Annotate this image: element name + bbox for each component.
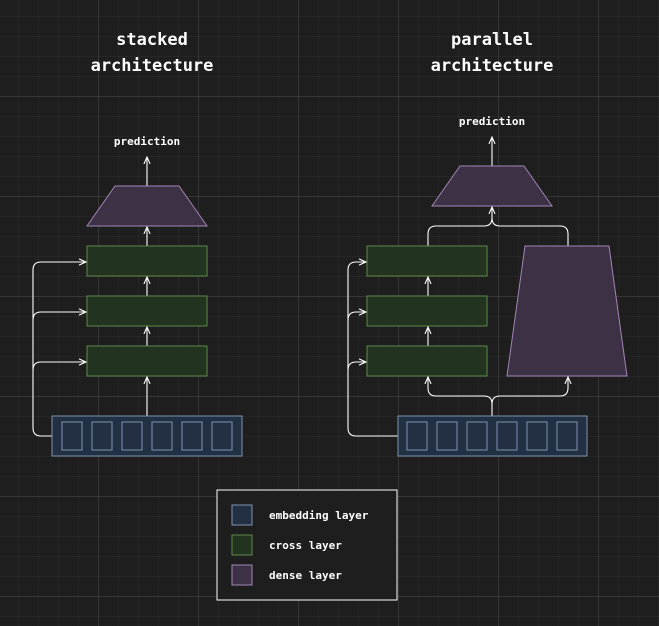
legend-embedding-label: embedding layer	[269, 509, 369, 522]
stacked-dense-layer	[86, 185, 208, 227]
stacked-title-line2: architecture	[91, 56, 214, 76]
parallel-output-dense-layer	[431, 165, 553, 207]
parallel-embedding-cell	[496, 421, 518, 451]
stacked-skip-to-cross1	[32, 362, 86, 371]
stacked-prediction-label: prediction	[114, 135, 180, 148]
stacked-title-line1: stacked	[116, 30, 188, 50]
parallel-cross-layer-1	[366, 345, 488, 377]
parallel-architecture: parallel architecture prediction	[347, 30, 628, 457]
stacked-embedding-layer	[51, 415, 243, 457]
stacked-embedding-cell	[61, 421, 83, 451]
stacked-cross-layer-2	[86, 295, 208, 327]
stacked-embedding-cell	[211, 421, 233, 451]
legend-embedding-swatch	[231, 504, 253, 526]
parallel-embedding-cell	[466, 421, 488, 451]
legend-cross-label: cross layer	[269, 539, 342, 552]
parallel-embedding-cell	[406, 421, 428, 451]
stacked-cross-layer-1	[86, 345, 208, 377]
parallel-deep-dense-layer	[506, 245, 628, 377]
parallel-arrow-dense-branch-to-output	[491, 217, 569, 246]
parallel-skip-to-cross3	[347, 262, 398, 437]
parallel-title-line2: architecture	[431, 56, 554, 76]
parallel-prediction-label: prediction	[459, 115, 525, 128]
parallel-skip-to-cross2	[347, 312, 366, 321]
parallel-arrow-embedding-to-cross1	[428, 377, 493, 416]
parallel-cross-layer-3	[366, 245, 488, 277]
parallel-title-line1: parallel	[451, 30, 533, 50]
legend-dense-swatch	[231, 564, 253, 586]
stacked-cross-layer-3	[86, 245, 208, 277]
stacked-skip-to-cross2	[32, 312, 86, 321]
parallel-embedding-layer	[397, 415, 588, 457]
parallel-arrow-cross-branch-to-output	[427, 207, 492, 246]
stacked-embedding-cell	[91, 421, 113, 451]
stacked-embedding-cell	[121, 421, 143, 451]
parallel-embedding-cell	[526, 421, 548, 451]
parallel-embedding-cell	[436, 421, 458, 451]
legend-dense-label: dense layer	[269, 569, 342, 582]
parallel-arrow-embedding-to-dense	[491, 377, 568, 405]
parallel-cross-layer-2	[366, 295, 488, 327]
stacked-skip-to-cross3	[32, 262, 86, 437]
stacked-embedding-cell	[181, 421, 203, 451]
legend-cross-swatch	[231, 534, 253, 556]
parallel-embedding-cell	[556, 421, 578, 451]
parallel-skip-to-cross1	[347, 362, 366, 371]
legend: embedding layer cross layer dense layer	[216, 489, 398, 601]
stacked-embedding-cell	[151, 421, 173, 451]
stacked-architecture: stacked architecture prediction	[32, 30, 243, 457]
